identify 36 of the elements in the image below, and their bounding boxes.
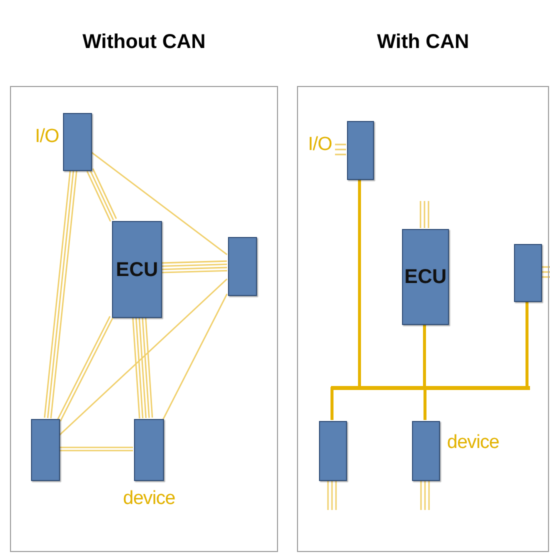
bus-line [358,179,361,387]
wire-bundle [90,151,228,256]
module-box: ECU [112,221,162,318]
wire-bundle [86,168,117,222]
module-box [347,121,374,180]
node-label: I/O [308,135,332,154]
node-label: device [447,433,500,452]
wire-bundle [58,446,134,452]
wire-bundle [44,168,78,420]
bus-line [423,324,426,387]
wire-stub [420,479,430,511]
node-label: device [123,489,176,508]
wire-bundle [56,316,114,422]
panel-title: Without CAN [81,30,207,55]
node-label: I/O [35,127,59,146]
wire-bundle [132,316,154,420]
wire-bundle [160,260,228,274]
module-box [514,244,542,302]
wire-stub [327,479,337,511]
bus-line [424,387,426,420]
module-box: ECU [402,229,449,325]
bus-line [526,301,528,387]
module-box [31,419,60,481]
bus-line [330,387,334,420]
module-box [412,421,440,481]
wire-stub [540,266,550,278]
module-box [63,113,92,171]
wire-bundle [58,278,228,436]
wire-stub [334,144,347,156]
bus-bar [331,386,530,390]
wire-stub [420,200,430,229]
module-box [319,421,347,481]
wire-bundle [162,294,228,420]
module-box [228,237,257,296]
module-box [134,419,164,481]
panel-title: With CAN [376,30,470,55]
